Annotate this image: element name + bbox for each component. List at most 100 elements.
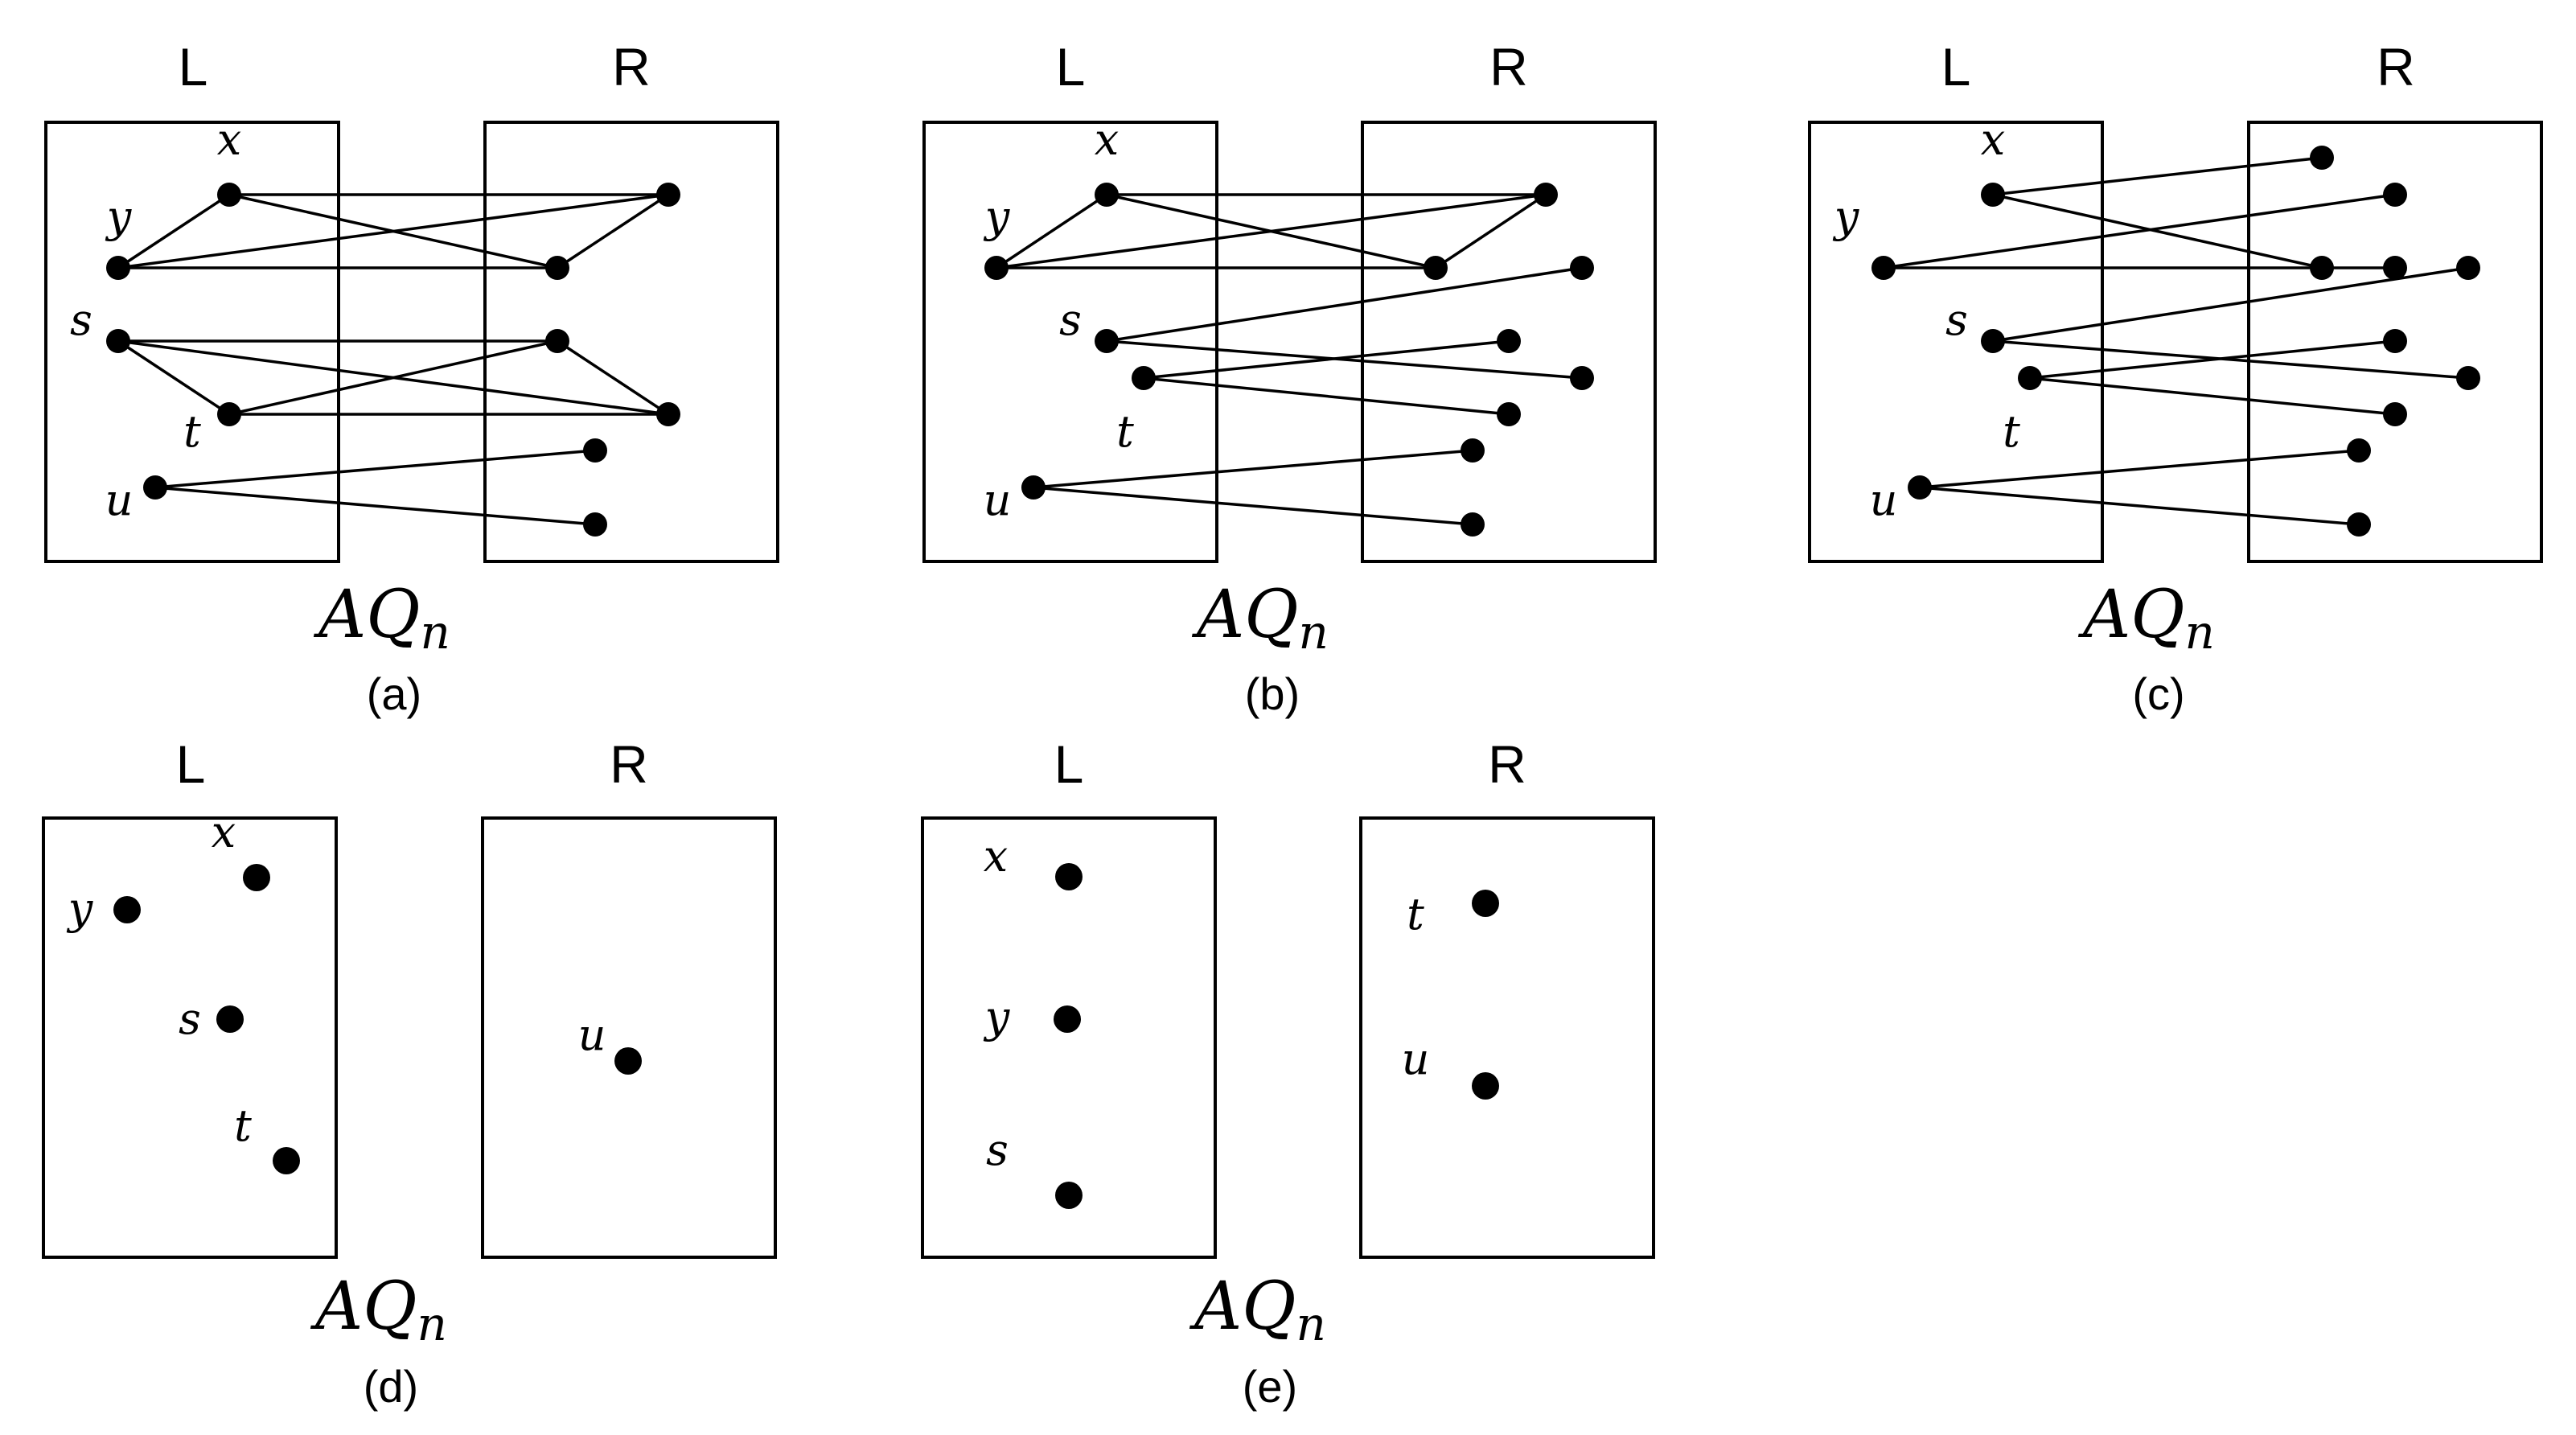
vertex-x xyxy=(217,183,241,207)
vertex-y xyxy=(113,896,141,923)
vertex xyxy=(2383,329,2407,353)
vertex xyxy=(1570,256,1594,280)
panel-e-graph-name: AQn xyxy=(1189,1268,1326,1351)
edge xyxy=(1143,339,1510,380)
vertex xyxy=(1461,512,1485,537)
edge xyxy=(228,339,558,416)
panel-c-right-title: R xyxy=(2377,37,2415,97)
panel-e-right-title: R xyxy=(1488,734,1526,794)
vertex-x xyxy=(1095,183,1119,207)
panel-a-graph-name: AQn xyxy=(313,577,450,660)
edge xyxy=(1106,266,1583,343)
vertex xyxy=(2310,256,2334,280)
vertex-s xyxy=(1095,329,1119,353)
panel-d-graph-name: AQn xyxy=(310,1268,447,1351)
vertex xyxy=(2456,256,2480,280)
vertex-s xyxy=(1055,1182,1083,1209)
vertex-label-y: y xyxy=(1833,191,1860,242)
edge xyxy=(557,339,669,416)
vertex xyxy=(1497,329,1521,353)
panel-a-left-title: L xyxy=(179,37,208,97)
edge xyxy=(996,193,1107,269)
vertex-t xyxy=(2018,366,2042,390)
edge xyxy=(1919,449,2360,489)
edge xyxy=(1992,266,2469,343)
vertex xyxy=(2347,512,2371,537)
vertex xyxy=(583,438,607,463)
vertex-label-x: x xyxy=(1981,114,2005,165)
vertex-label-y: y xyxy=(67,883,94,934)
edge xyxy=(2029,376,2396,416)
vertex xyxy=(1424,256,1448,280)
vertex-y xyxy=(106,256,130,280)
edge xyxy=(117,193,230,269)
vertex xyxy=(545,329,569,353)
vertex xyxy=(583,512,607,537)
vertex xyxy=(2456,366,2480,390)
vertex xyxy=(2383,402,2407,426)
vertex xyxy=(656,183,680,207)
edge xyxy=(1992,156,2323,196)
panel-a: L R x y s t u AQn (a) xyxy=(44,37,779,719)
edge xyxy=(154,449,596,489)
edge xyxy=(1033,449,1473,489)
edge xyxy=(1992,193,2323,269)
edge xyxy=(1143,376,1510,416)
vertex-t xyxy=(1472,890,1499,917)
panel-e-left-box xyxy=(921,816,1217,1259)
edge xyxy=(1435,193,1547,269)
panel-b: L R x y s t u AQn (b) xyxy=(922,37,1657,719)
panel-d-left-title: L xyxy=(176,734,206,794)
panel-a-right-title: R xyxy=(612,37,651,97)
vertex xyxy=(545,256,569,280)
panel-d: L R x y s t u AQn (d) xyxy=(42,734,777,1412)
vertex-label-u: u xyxy=(1870,475,1898,525)
vertex-label-s: s xyxy=(179,993,201,1044)
vertex-x xyxy=(1981,183,2005,207)
panel-e-caption: (e) xyxy=(1243,1361,1297,1412)
vertex-label-u: u xyxy=(1402,1034,1430,1084)
vertex-label-y: y xyxy=(984,992,1011,1042)
vertex-t xyxy=(1132,366,1156,390)
panel-a-caption: (a) xyxy=(367,668,421,719)
vertex-label-t: t xyxy=(234,1100,252,1151)
vertex-x xyxy=(1055,863,1083,890)
panel-e-right-box xyxy=(1359,816,1655,1259)
panel-b-caption: (b) xyxy=(1245,668,1300,719)
panel-b-left-box xyxy=(922,121,1218,563)
vertex-label-x: x xyxy=(217,114,241,165)
vertex-u xyxy=(143,475,167,500)
vertex-label-y: y xyxy=(984,191,1011,242)
vertex-x xyxy=(243,864,270,891)
edge xyxy=(557,193,669,269)
panel-c-left-box xyxy=(1808,121,2104,563)
vertex xyxy=(2310,146,2334,170)
edge xyxy=(1919,486,2360,526)
panel-b-left-title: L xyxy=(1056,37,1086,97)
vertex-label-t: t xyxy=(183,406,201,457)
vertex xyxy=(656,402,680,426)
panel-c-right-box xyxy=(2247,121,2543,563)
edge xyxy=(1033,486,1473,526)
vertex-label-u: u xyxy=(105,475,134,525)
vertex-label-t: t xyxy=(1407,889,1424,940)
panel-c-caption: (c) xyxy=(2132,668,2184,719)
edge xyxy=(154,486,596,526)
edge xyxy=(117,339,230,416)
vertex-s xyxy=(1981,329,2005,353)
vertex xyxy=(1497,402,1521,426)
vertex-label-x: x xyxy=(1095,114,1119,165)
vertex-label-s: s xyxy=(70,294,92,345)
vertex xyxy=(1461,438,1485,463)
edge xyxy=(2029,339,2396,380)
vertex-y xyxy=(1871,256,1896,280)
edge xyxy=(1992,339,2469,380)
vertex-t xyxy=(217,402,241,426)
vertex-u xyxy=(614,1047,642,1075)
panel-c-graph-name: AQn xyxy=(2077,577,2215,660)
vertex-label-t: t xyxy=(1116,406,1134,457)
panel-c-left-title: L xyxy=(1941,37,1971,97)
edge xyxy=(117,193,669,269)
panel-b-right-box xyxy=(1361,121,1657,563)
